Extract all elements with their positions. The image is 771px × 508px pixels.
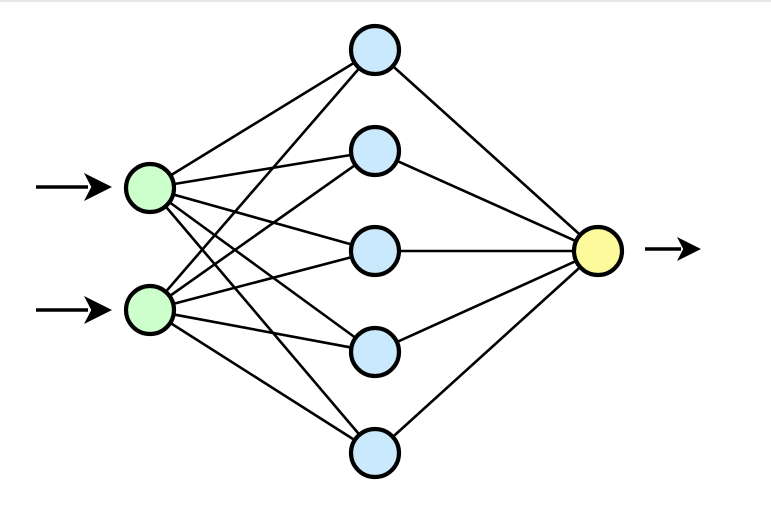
node-h1[interactable] xyxy=(348,23,402,77)
input-arrow-top xyxy=(36,173,112,201)
node-h5[interactable] xyxy=(348,426,402,480)
node-circle-h3[interactable] xyxy=(348,224,402,278)
node-circle-h2[interactable] xyxy=(348,124,402,178)
output-arrow-head xyxy=(677,237,701,261)
arrow-group xyxy=(36,173,701,324)
node-i1[interactable] xyxy=(123,161,177,215)
edge-i2-h4 xyxy=(174,313,351,349)
edge-h5-o1 xyxy=(393,267,580,437)
edge-i2-h5 xyxy=(170,322,355,441)
node-h2[interactable] xyxy=(348,124,402,178)
node-circle-i2[interactable] xyxy=(123,283,177,337)
output-arrow xyxy=(645,237,701,261)
node-circle-h1[interactable] xyxy=(348,23,402,77)
node-circle-i1[interactable] xyxy=(123,161,177,215)
edge-h4-o1 xyxy=(397,260,576,343)
input-arrow-bottom-head xyxy=(84,296,112,324)
input-arrow-top-head xyxy=(84,173,112,201)
node-h4[interactable] xyxy=(348,325,402,379)
edge-i2-h3 xyxy=(173,256,352,305)
edge-i2-h2 xyxy=(170,164,355,297)
input-arrow-bottom xyxy=(36,296,112,324)
edge-group xyxy=(165,62,580,441)
node-i2[interactable] xyxy=(123,283,177,337)
node-circle-h4[interactable] xyxy=(348,325,402,379)
top-divider-rule xyxy=(0,0,771,2)
edge-h1-o1 xyxy=(393,66,580,235)
edge-h2-o1 xyxy=(397,160,576,242)
node-group xyxy=(123,23,625,480)
edge-i1-h3 xyxy=(173,193,352,246)
node-circle-o1[interactable] xyxy=(571,224,625,278)
node-circle-h5[interactable] xyxy=(348,426,402,480)
edge-i2-h1 xyxy=(165,68,360,292)
edge-i1-h4 xyxy=(169,202,356,338)
edge-i1-h5 xyxy=(165,206,360,435)
edge-i1-h1 xyxy=(170,62,355,176)
node-o1[interactable] xyxy=(571,224,625,278)
edge-i1-h2 xyxy=(174,153,351,186)
node-h3[interactable] xyxy=(348,224,402,278)
